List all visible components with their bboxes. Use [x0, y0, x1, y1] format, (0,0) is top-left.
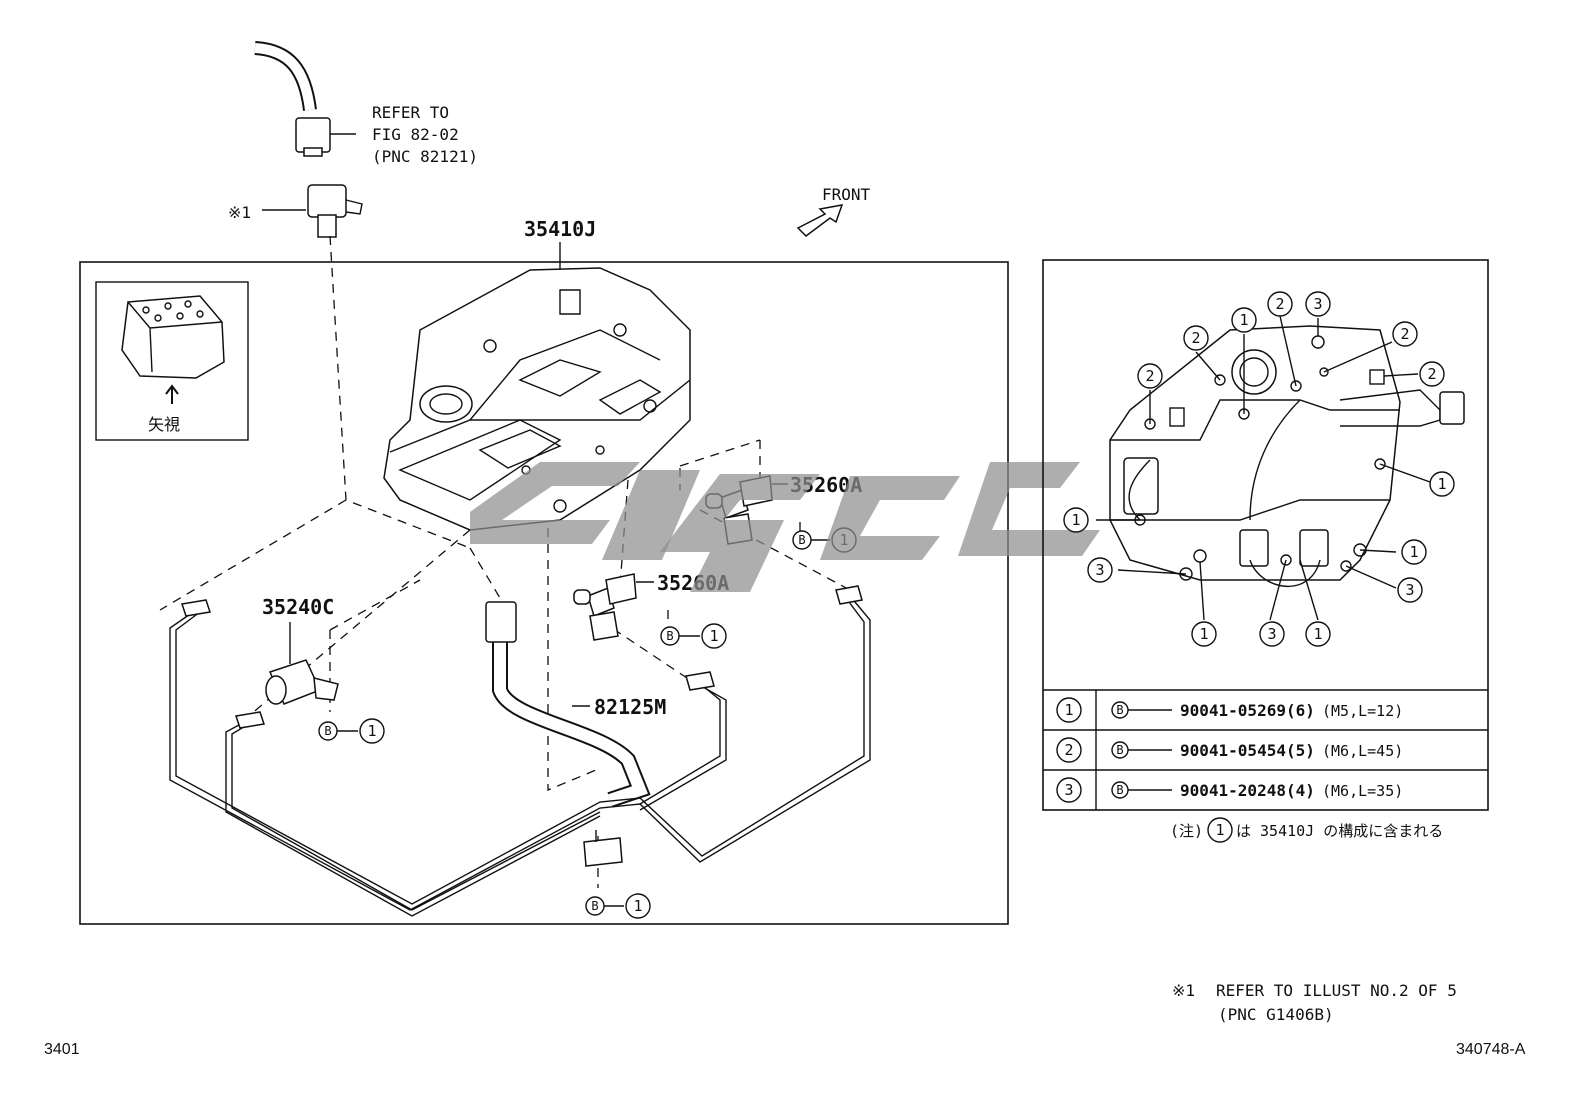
- main-frame: [79, 261, 1009, 925]
- bolt-number: 2: [1064, 741, 1073, 759]
- solenoid-35260A-lower: [573, 573, 637, 641]
- detail-callout: 2: [1183, 325, 1209, 351]
- svg-text:1: 1: [709, 627, 718, 645]
- inset-view: 矢視: [95, 281, 249, 441]
- callout-b1-b: B 1: [660, 623, 727, 649]
- part-label-solenoid-left: 35240C: [262, 595, 334, 619]
- connector-top: [254, 41, 363, 238]
- footnote-mark: ※1: [1172, 981, 1195, 1000]
- bolt-spec: (M6,L=35): [1322, 782, 1403, 800]
- detail-callout: 3: [1305, 291, 1331, 317]
- bolt-table-row: 3 B 90041-20248(4) (M6,L=35): [1056, 777, 1403, 803]
- callout-b1-d: B 1: [585, 893, 651, 919]
- svg-text:1: 1: [633, 897, 642, 915]
- detail-callout: 3: [1259, 621, 1285, 647]
- page-code-left: 3401: [44, 1041, 80, 1058]
- solenoid-35240C: [265, 659, 339, 705]
- bolt-number: 1: [1064, 701, 1073, 719]
- detail-callout: 1: [1401, 539, 1427, 565]
- bolt-part-number: 90041-20248(4): [1180, 781, 1315, 800]
- svg-text:(注): (注): [1170, 822, 1203, 840]
- bolt-number: 3: [1064, 781, 1073, 799]
- watermark-logo: [470, 462, 1100, 592]
- detail-callout-label: 2: [1191, 329, 1200, 347]
- note-jp: (注) 1 は 35410J の構成に含まれる: [1170, 817, 1443, 843]
- svg-text:B: B: [666, 629, 673, 643]
- bolt-spec: (M6,L=45): [1322, 742, 1403, 760]
- front-label: FRONT: [822, 185, 871, 204]
- detail-callout-label: 1: [1239, 311, 1248, 329]
- valve-body-detail: [1096, 315, 1465, 621]
- detail-callout: 1: [1063, 507, 1089, 533]
- bolt-part-number: 90041-05454(5): [1180, 741, 1315, 760]
- note-mark-connector: ※1: [228, 203, 251, 222]
- detail-callout: 2: [1392, 321, 1418, 347]
- svg-text:B: B: [798, 533, 805, 547]
- bolt-b-mark: B: [1116, 703, 1123, 717]
- front-arrow-icon: [796, 204, 844, 237]
- detail-callout: 1: [1305, 621, 1331, 647]
- wire-harness-82125M: [169, 585, 871, 917]
- detail-callout: 2: [1267, 291, 1293, 317]
- detail-callout-label: 1: [1437, 475, 1446, 493]
- detail-callout: 1: [1231, 307, 1257, 333]
- bolt-table-row: 2 B 90041-05454(5) (M6,L=45): [1056, 737, 1403, 763]
- part-label-valve-body: 35410J: [524, 217, 596, 241]
- detail-callout-label: 2: [1275, 295, 1284, 313]
- detail-callout-label: 1: [1071, 511, 1080, 529]
- callout-b1-c: B 1: [318, 718, 385, 744]
- bolt-spec: (M5,L=12): [1322, 702, 1403, 720]
- detail-callout-label: 3: [1267, 625, 1276, 643]
- svg-text:は 35410J の構成に含まれる: は 35410J の構成に含まれる: [1236, 822, 1443, 840]
- detail-frame: [1042, 259, 1489, 811]
- part-label-wire-harness: 82125M: [594, 695, 666, 719]
- bolt-part-number: 90041-05269(6): [1180, 701, 1315, 720]
- detail-callout: 3: [1397, 577, 1423, 603]
- inset-view-label: 矢視: [148, 415, 180, 434]
- bolt-b-mark: B: [1116, 743, 1123, 757]
- svg-text:1: 1: [367, 722, 376, 740]
- detail-callout-label: 3: [1405, 581, 1414, 599]
- detail-callout-label: 2: [1427, 365, 1436, 383]
- detail-callouts: 2 2 1 2 3 2 2 1 1 1 3 3 1 3 1: [1063, 291, 1455, 647]
- page-code-right: 340748-A: [1456, 1041, 1526, 1058]
- svg-text:B: B: [324, 724, 331, 738]
- detail-callout-label: 2: [1145, 367, 1154, 385]
- refer-to-line3: (PNC 82121): [372, 147, 478, 166]
- detail-callout-label: 3: [1095, 561, 1104, 579]
- detail-callout: 2: [1137, 363, 1163, 389]
- svg-text:B: B: [591, 899, 598, 913]
- detail-callout-label: 1: [1313, 625, 1322, 643]
- svg-text:1: 1: [1215, 821, 1224, 839]
- refer-to-line1: REFER TO: [372, 103, 449, 122]
- detail-callout: 1: [1191, 621, 1217, 647]
- bolt-table-row: 1 B 90041-05269(6) (M5,L=12): [1056, 697, 1403, 723]
- footnote-line2: (PNC G1406B): [1218, 1005, 1334, 1024]
- detail-callout: 1: [1429, 471, 1455, 497]
- detail-callout: 3: [1087, 557, 1113, 583]
- detail-callout-label: 3: [1313, 295, 1322, 313]
- bolt-b-mark: B: [1116, 783, 1123, 797]
- detail-callout: 2: [1419, 361, 1445, 387]
- detail-callout-label: 1: [1409, 543, 1418, 561]
- refer-to-line2: FIG 82-02: [372, 125, 459, 144]
- footnote-line1: REFER TO ILLUST NO.2 OF 5: [1216, 981, 1457, 1000]
- detail-callout-label: 2: [1400, 325, 1409, 343]
- detail-callout-label: 1: [1199, 625, 1208, 643]
